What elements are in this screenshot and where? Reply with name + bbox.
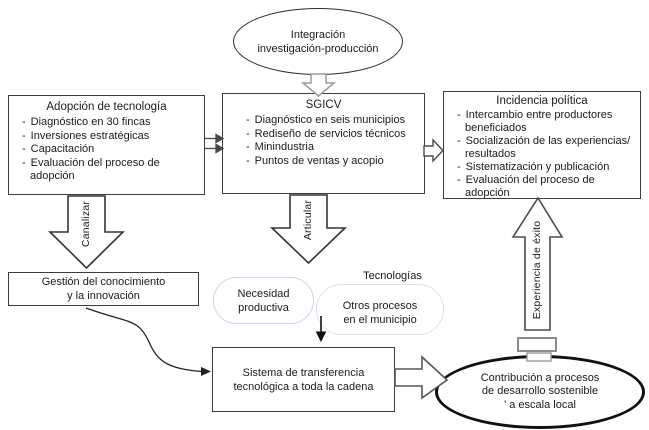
contribucion-line3: ' a escala local [504,398,576,411]
contribucion-ellipse: Contribución a procesos de desarrollo so… [435,355,645,429]
tecnologias-label: Tecnologías [363,270,422,282]
sistema-line1: Sistema de transferencia [242,366,365,379]
incidencia-item: Sistematización y publicación [451,161,637,174]
experiencia-label: Experiencia de éxito [531,220,543,320]
sistema-box: Sistema de transferencia tecnológica a t… [212,347,395,412]
otros-cloud [316,284,444,335]
adopcion-title: Adopción de tecnología [46,101,167,113]
articular-label: Articular [302,199,314,241]
sgicv-title: SGICV [305,99,342,111]
otros-label: Otros procesos en el municipio [320,297,440,329]
adopcion-item: Capacitación [16,143,201,157]
gestion-line2: y la innovación [67,290,140,302]
sgicv-incidencia-arrow [423,138,444,163]
sgicv-item: Minindustria [240,141,421,155]
otros-line2: en el municipio [343,314,417,326]
gestion-line1: Gestión del conocimiento [41,276,166,288]
adopcion-box: Adopción de tecnología Diagnóstico en 30… [8,95,205,195]
sgicv-box: SGICV Diagnóstico en seis municipios Red… [222,93,425,194]
gestion-sistema-curve [85,307,211,376]
necesidad-line2: productiva [238,301,289,314]
canalizar-label: Canalizar [80,200,92,248]
adopcion-item: Inversiones estratégicas [16,130,201,144]
integration-line1: Integración [290,28,346,41]
incidencia-list: Intercambio entre productores beneficiad… [444,109,640,200]
adopcion-sgicv-arrow [205,133,225,154]
sgicv-item: Puntos de ventas y acopio [240,155,421,169]
incidencia-box: Incidencia política Intercambio entre pr… [443,91,641,199]
sistema-line2: tecnológica a toda la cadena [233,380,374,393]
sgicv-item: Rediseño de servicios técnicos [240,128,421,142]
integration-line2: investigación-producción [257,42,379,55]
adopcion-item: Evaluación del proceso de adopción [16,157,201,184]
incidencia-item: Intercambio entre productores beneficiad… [451,109,637,135]
necesidad-line1: Necesidad [237,287,290,300]
incidencia-item: Evaluación del proceso de adopción [451,174,637,200]
integration-ellipse: Integración investigación-producción [233,8,403,75]
contribucion-line1: Contribución a procesos [480,371,600,384]
contribucion-line2: de desarrollo sostenible [481,385,599,398]
incidencia-item: Socialización de las experiencias/ resul… [451,135,637,161]
sgicv-item: Diagnóstico en seis municipios [240,114,421,128]
adopcion-list: Diagnóstico en 30 fincas Inversiones est… [9,116,204,184]
gestion-box: Gestión del conocimiento y la innovación [8,272,199,306]
adopcion-item: Diagnóstico en 30 fincas [16,116,201,130]
experiencia-connector-rect [517,337,557,352]
sgicv-list: Diagnóstico en seis municipios Rediseño … [223,114,424,168]
otros-line1: Otros procesos [342,300,418,312]
incidencia-title: Incidencia política [496,95,588,107]
necesidad-cloud: Necesidad productiva [213,277,314,324]
